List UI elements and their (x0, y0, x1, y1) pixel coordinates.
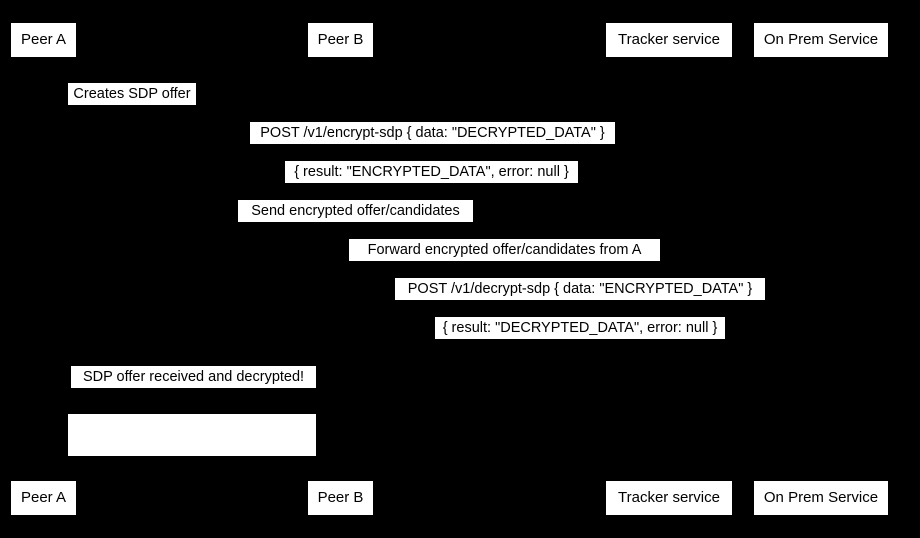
lifeline-tracker-service (669, 58, 670, 480)
note-create-sdp-answer-line2: using the same mechanism (103, 517, 281, 533)
participant-header-peer-a[interactable]: Peer A (10, 22, 77, 58)
participant-header-tracker-service[interactable]: Tracker service (605, 22, 733, 58)
message-label-forward-encrypted-offer[interactable]: Forward encrypted offer/candidates from … (349, 239, 660, 261)
participant-header-peer-b[interactable]: Peer B (307, 22, 374, 58)
note-sdp-offer-received[interactable]: SDP offer received and decrypted! (71, 366, 316, 388)
participant-footer-on-prem-service[interactable]: On Prem Service (753, 480, 889, 516)
message-label-decrypt-sdp-result[interactable]: { result: "DECRYPTED_DATA", error: null … (435, 317, 725, 339)
participant-footer-tracker-service[interactable]: Tracker service (605, 480, 733, 516)
participant-header-on-prem-service[interactable]: On Prem Service (753, 22, 889, 58)
message-label-creates-sdp-offer[interactable]: Creates SDP offer (68, 83, 196, 105)
note-create-sdp-answer-line1: Create SDP answer and send to An (77, 457, 307, 473)
participant-footer-peer-a[interactable]: Peer A (10, 480, 77, 516)
lifeline-peer-a (43, 58, 44, 480)
message-label-send-encrypted-offer[interactable]: Send encrypted offer/candidates (238, 200, 473, 222)
participant-footer-peer-b[interactable]: Peer B (307, 480, 374, 516)
lifeline-on-prem-service (821, 58, 822, 480)
message-label-post-decrypt-sdp[interactable]: POST /v1/decrypt-sdp { data: "ENCRYPTED_… (395, 278, 765, 300)
lifeline-peer-b (340, 58, 341, 480)
message-label-post-encrypt-sdp[interactable]: POST /v1/encrypt-sdp { data: "DECRYPTED_… (250, 122, 615, 144)
note-create-sdp-answer[interactable]: Create SDP answer and send to An using t… (68, 414, 316, 533)
message-label-encrypt-sdp-result[interactable]: { result: "ENCRYPTED_DATA", error: null … (285, 161, 578, 183)
